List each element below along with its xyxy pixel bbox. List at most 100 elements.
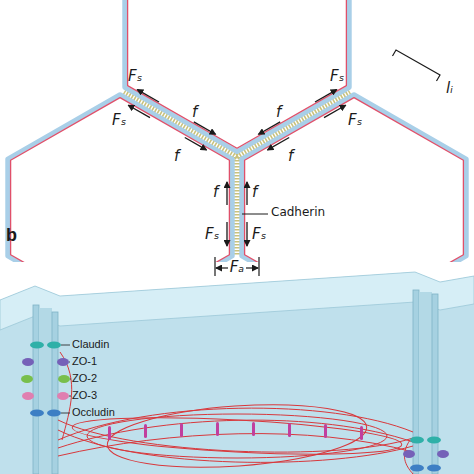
length-label: lᵢ bbox=[446, 80, 453, 97]
actin-filament bbox=[105, 397, 369, 474]
epithelium-panel bbox=[0, 272, 474, 474]
leader-line bbox=[61, 413, 70, 414]
zo1-protein bbox=[57, 358, 69, 366]
cell-membrane bbox=[242, 95, 467, 262]
force-label: f bbox=[252, 184, 257, 201]
zo2-protein bbox=[58, 375, 70, 383]
zo1-protein bbox=[437, 450, 449, 458]
intercellular-space bbox=[419, 292, 432, 474]
myosin-motor bbox=[180, 423, 183, 437]
cortex-line bbox=[11, 0, 464, 262]
lateral-membrane bbox=[432, 294, 438, 474]
actin-filament bbox=[71, 411, 402, 460]
leader-line bbox=[69, 396, 71, 397]
cortex-line bbox=[11, 98, 230, 262]
force-label: f bbox=[213, 184, 218, 201]
occludin-protein bbox=[427, 465, 441, 472]
intercellular-space bbox=[39, 308, 52, 474]
cell-fill bbox=[242, 95, 467, 262]
force-arrow bbox=[137, 90, 159, 102]
protein-label: Cadherin bbox=[271, 206, 325, 219]
force-arrow bbox=[128, 90, 345, 246]
cadherin-zipper bbox=[237, 92, 350, 157]
claudin-protein bbox=[427, 437, 441, 444]
occludin-protein bbox=[47, 410, 61, 417]
force-arrow bbox=[226, 182, 227, 205]
myosin-motor bbox=[216, 422, 219, 436]
myosin-motor bbox=[144, 424, 147, 438]
claudin-protein bbox=[30, 342, 44, 349]
claudin-protein bbox=[410, 437, 424, 444]
zo1-protein bbox=[403, 450, 415, 458]
lateral-membrane bbox=[413, 290, 419, 474]
occludin-protein bbox=[410, 465, 424, 472]
myosin-motor bbox=[108, 426, 111, 440]
force-label: Fₛ bbox=[348, 112, 362, 129]
occludin-protein bbox=[30, 410, 44, 417]
tight-junction bbox=[21, 342, 70, 417]
force-label: Fₛ bbox=[112, 112, 126, 129]
protein-label: Claudin bbox=[72, 338, 109, 350]
force-arrow bbox=[128, 105, 150, 117]
claudin-protein bbox=[47, 342, 61, 349]
protein-label: Occludin bbox=[72, 406, 115, 418]
leader-line bbox=[70, 379, 71, 380]
force-arrow bbox=[246, 267, 258, 268]
force-arrow bbox=[216, 267, 228, 268]
force-label: f bbox=[174, 148, 179, 165]
force-arrow bbox=[324, 105, 346, 117]
leader-line bbox=[61, 345, 70, 346]
length-bracket bbox=[393, 50, 441, 81]
myosin-motor bbox=[108, 422, 363, 440]
cell-membrane bbox=[125, 0, 350, 152]
cortex-line bbox=[128, 0, 347, 148]
force-arrow bbox=[259, 122, 281, 134]
cell-membrane bbox=[8, 95, 233, 262]
protein-label: ZO-2 bbox=[72, 372, 97, 384]
cortex-line bbox=[245, 98, 464, 262]
protein-label: ZO-3 bbox=[72, 389, 97, 401]
force-label: Fₛ bbox=[205, 226, 219, 243]
myosin-motor bbox=[252, 422, 255, 436]
apical-surface bbox=[0, 272, 474, 330]
force-arrow bbox=[246, 182, 247, 205]
cadherin-zipper bbox=[124, 92, 237, 157]
force-arrow bbox=[194, 122, 216, 134]
bracket-tick bbox=[258, 257, 259, 276]
force-label: f bbox=[192, 104, 197, 121]
zo3-protein bbox=[22, 392, 34, 400]
myosin-motor bbox=[324, 424, 327, 438]
separation-bracket bbox=[215, 257, 259, 276]
cell-panel bbox=[8, 0, 467, 262]
leader-line bbox=[69, 362, 70, 363]
panel-letter: b bbox=[6, 226, 17, 246]
force-arrow bbox=[268, 138, 290, 150]
leader-line bbox=[61, 345, 71, 413]
leader-line bbox=[242, 214, 268, 215]
zo3-protein bbox=[57, 392, 69, 400]
myosin-motor bbox=[288, 423, 291, 437]
force-label: Fₛ bbox=[330, 68, 344, 85]
lateral-membrane bbox=[52, 312, 58, 474]
zo2-protein bbox=[21, 375, 33, 383]
zo1-protein bbox=[22, 358, 34, 366]
force-arrow bbox=[246, 222, 247, 246]
cell-body bbox=[0, 272, 474, 474]
force-label: Fₛ bbox=[128, 68, 142, 85]
lateral-membrane bbox=[33, 305, 39, 474]
tight-junction bbox=[403, 437, 449, 472]
force-arrow bbox=[315, 90, 337, 102]
force-label: Fₛ bbox=[252, 226, 266, 243]
actin-filament bbox=[87, 414, 387, 458]
actin-filament bbox=[58, 352, 413, 474]
bracket-tick bbox=[214, 257, 215, 276]
myosin-motor bbox=[360, 426, 363, 440]
force-label: f bbox=[288, 148, 293, 165]
force-label: Fₐ bbox=[230, 259, 245, 276]
cell-fill bbox=[8, 95, 233, 262]
cell-membrane bbox=[8, 0, 467, 262]
force-arrow bbox=[226, 222, 227, 246]
